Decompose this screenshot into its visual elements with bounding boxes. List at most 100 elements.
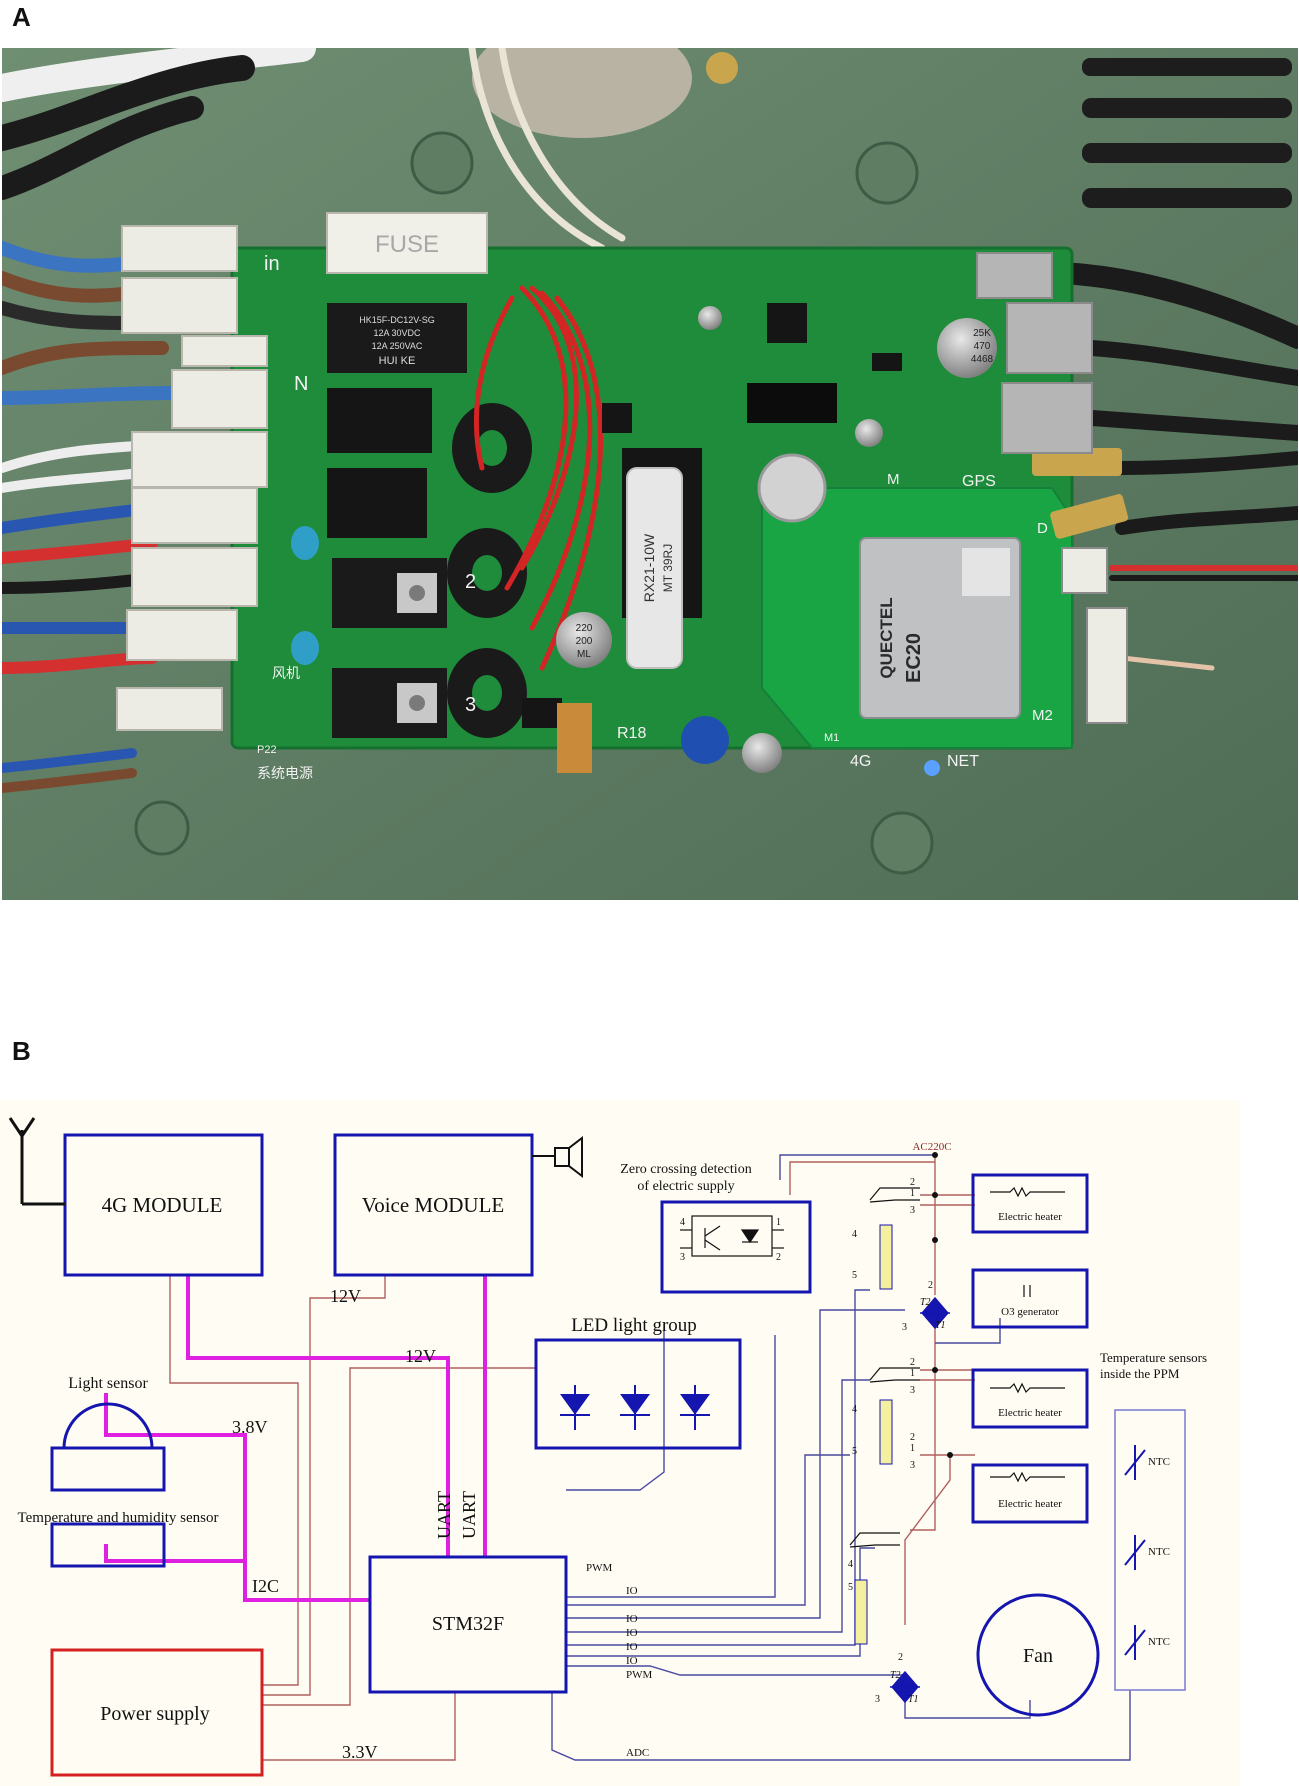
- relay-switches: [849, 1187, 920, 1548]
- pin-triac1-3: 3: [902, 1322, 907, 1333]
- left-connectors: [116, 225, 268, 731]
- pin-relay3-3: 3: [910, 1460, 915, 1471]
- signal-io-3: IO: [626, 1627, 638, 1639]
- signal-i2c: I2C: [252, 1576, 279, 1596]
- resistor-text-1: RX21-10W: [641, 533, 657, 602]
- panel-b-label: B: [12, 1036, 31, 1066]
- power-wires: [169, 1155, 975, 1761]
- svg-text:200: 200: [576, 636, 593, 647]
- label-2: 2: [465, 571, 476, 593]
- label-m1: M1: [824, 732, 839, 744]
- pin-relay3-2: 2: [910, 1432, 915, 1443]
- signal-io-1: IO: [626, 1585, 638, 1597]
- light-sensor-label: Light sensor: [68, 1375, 148, 1392]
- regulators: [332, 558, 447, 738]
- current-transformers: [447, 403, 532, 738]
- label-m: M: [887, 471, 900, 488]
- block-stm32f: STM32F: [432, 1613, 504, 1635]
- relay-text-3: 12A 250VAC: [372, 341, 423, 351]
- pin-relay1-1: 1: [910, 1188, 915, 1199]
- pin-relay2-4: 4: [852, 1404, 857, 1415]
- heater-1-label: Electric heater: [998, 1211, 1062, 1223]
- signal-io-2: IO: [626, 1613, 638, 1625]
- pin-relay3-1: 1: [910, 1443, 915, 1454]
- module-model: EC20: [903, 633, 925, 683]
- svg-text:ML: ML: [577, 649, 591, 660]
- block-boxes: [50, 1133, 1100, 1717]
- ntc-3-label: NTC: [1148, 1636, 1170, 1648]
- net-led: [924, 760, 940, 776]
- relay-2: [327, 388, 432, 453]
- temp-humidity-label: Temperature and humidity sensor: [18, 1510, 219, 1526]
- svg-text:470: 470: [974, 341, 991, 352]
- antenna-cables: [1051, 262, 1298, 671]
- power-resistor: [626, 467, 683, 669]
- led-icons: [560, 1385, 710, 1430]
- signal-pwm-1: PWM: [586, 1562, 613, 1574]
- junction-dots: [932, 1152, 953, 1458]
- pin-relay1-5: 5: [852, 1270, 857, 1281]
- pin-relay3-5: 5: [848, 1582, 853, 1593]
- speaker-icon: [532, 1135, 583, 1179]
- ntc-symbols: [1124, 1445, 1146, 1660]
- temp-ppm-label-1: Temperature sensors: [1100, 1350, 1207, 1365]
- label-power-cn: 系统电源: [257, 765, 313, 781]
- label-m2: M2: [1032, 707, 1053, 724]
- o3-generator-label: O3 generator: [1001, 1306, 1059, 1318]
- right-connectors: [976, 252, 1128, 724]
- zero-cross-label-2: of electric supply: [637, 1179, 734, 1194]
- screw: [706, 52, 738, 84]
- ntc-1-label: NTC: [1148, 1456, 1170, 1468]
- label-fan-cn: 风机: [272, 665, 300, 681]
- label-net: NET: [947, 753, 979, 770]
- svg-text:25K: 25K: [973, 328, 991, 339]
- signal-3-3v: 3.3V: [342, 1742, 378, 1762]
- relay-3: [327, 468, 427, 538]
- inductor: [681, 716, 729, 764]
- block-voice-module: Voice MODULE: [362, 1193, 505, 1217]
- signal-pwm-2: PWM: [626, 1669, 653, 1681]
- capacitor-blue: [291, 526, 319, 560]
- triac-icons: [890, 1296, 950, 1704]
- relay-brand: HUI KE: [379, 355, 416, 367]
- pin-relay1-3: 3: [910, 1205, 915, 1216]
- block-diagram: 4G MODULE Voice MODULE Zero crossing det…: [0, 1100, 1240, 1786]
- antenna-icon: [8, 1117, 65, 1206]
- light-sensor-dome: [62, 1402, 154, 1449]
- heater-2-label: Electric heater: [998, 1407, 1062, 1419]
- pin-header: [747, 383, 837, 423]
- resistor-text-2: MT 39RJ: [661, 544, 675, 592]
- signal-uart-1: UART: [434, 1491, 454, 1539]
- pin-triac1-2: 2: [928, 1280, 933, 1291]
- zero-cross-label-1: Zero crossing detection: [620, 1162, 751, 1177]
- pcb-photo: FUSE HK15F-DC12V-SG 12A 30VDC 12A 250VAC…: [2, 48, 1298, 900]
- pin-opto-1: 1: [776, 1217, 781, 1228]
- optocoupler-icon: [680, 1215, 784, 1257]
- label-in: in: [264, 253, 280, 275]
- signal-io-5: IO: [626, 1655, 638, 1667]
- vent-slots: [1082, 58, 1292, 208]
- pin-opto-2: 2: [776, 1252, 781, 1263]
- electrolytic-capacitors: 220 200 ML 25K 470 4468: [556, 306, 997, 773]
- pin-triac2-3: 3: [875, 1694, 880, 1705]
- panel-a-label: A: [12, 2, 31, 32]
- signal-adc: ADC: [626, 1747, 649, 1759]
- relay-text-1: HK15F-DC12V-SG: [359, 315, 435, 325]
- block-fan: Fan: [1023, 1645, 1053, 1667]
- pin-relay1-4: 4: [852, 1229, 857, 1240]
- pin-relay3-4: 4: [848, 1559, 853, 1570]
- signal-3-8v: 3.8V: [232, 1417, 268, 1437]
- signal-12v-voice: 12V: [330, 1286, 361, 1306]
- block-power-supply: Power supply: [100, 1703, 209, 1725]
- pin-triac1-t2: T2: [920, 1297, 931, 1308]
- svg-text:4468: 4468: [971, 354, 994, 365]
- led-group-label: LED light group: [571, 1315, 697, 1336]
- pin-relay2-3: 3: [910, 1385, 915, 1396]
- pin-triac2-t1: T1: [908, 1694, 919, 1705]
- temp-ppm-label-2: inside the PPM: [1100, 1366, 1180, 1381]
- ntc-2-label: NTC: [1148, 1546, 1170, 1558]
- motor-disc: [472, 48, 692, 138]
- pin-relay2-5: 5: [852, 1446, 857, 1457]
- cable-bundle: [2, 48, 626, 793]
- pin-relay1-2: 2: [910, 1177, 915, 1188]
